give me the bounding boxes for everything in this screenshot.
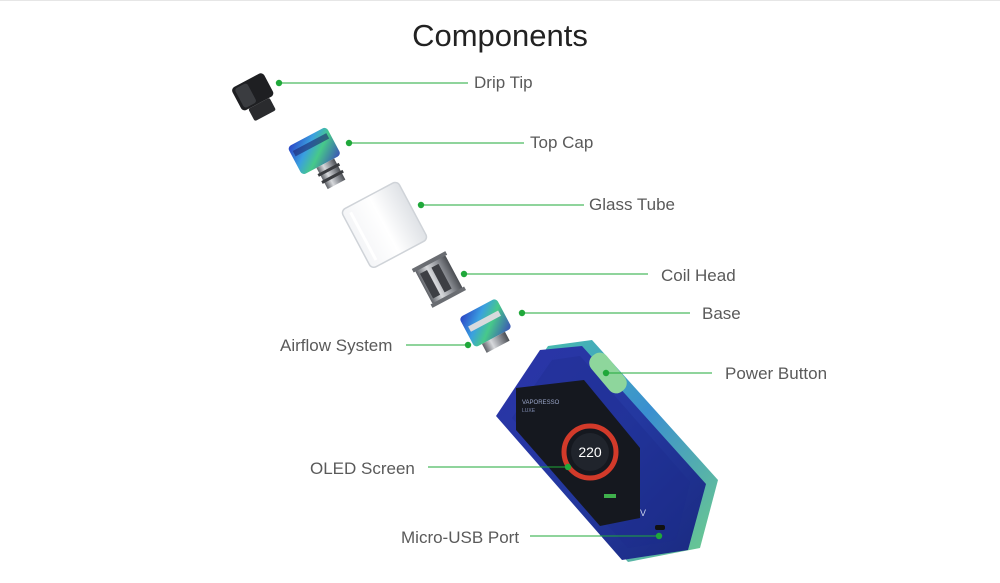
dot-oled-screen [564,463,572,471]
base-part [460,299,511,353]
label-power-button: Power Button [725,364,828,383]
svg-text:V: V [640,508,646,518]
dot-coil-head [460,270,468,278]
label-oled-screen: OLED Screen [310,459,415,478]
glass-tube-part [341,181,428,269]
leader-lines [279,82,712,537]
label-airflow-system: Airflow System [280,336,393,355]
top-divider [0,0,1000,1]
label-glass-tube: Glass Tube [589,195,675,214]
dot-airflow [464,341,472,349]
dot-glass-tube [417,201,425,209]
top-cap-part [288,127,346,190]
label-drip-tip: Drip Tip [474,73,533,92]
dot-base [518,309,526,317]
oled-screen-display: VAPORESSO LUXE 220 [516,380,640,526]
page-title: Components [412,18,588,53]
dot-power-button [602,369,610,377]
leader-dots [275,79,663,540]
usb-port-opening [655,525,665,530]
coil-head-part [411,251,466,308]
dot-drip-tip [275,79,283,87]
device-model-text: LUXE [522,408,536,414]
dot-top-cap [345,139,353,147]
label-coil-head: Coil Head [661,266,736,285]
drip-tip-part [232,73,276,121]
label-micro-usb-port: Micro-USB Port [401,528,520,547]
label-top-cap: Top Cap [530,133,594,152]
device-brand-text: VAPORESSO [522,400,560,406]
dot-usb-port [655,532,663,540]
label-base: Base [702,304,741,323]
device-reading-text: 220 [578,444,602,460]
